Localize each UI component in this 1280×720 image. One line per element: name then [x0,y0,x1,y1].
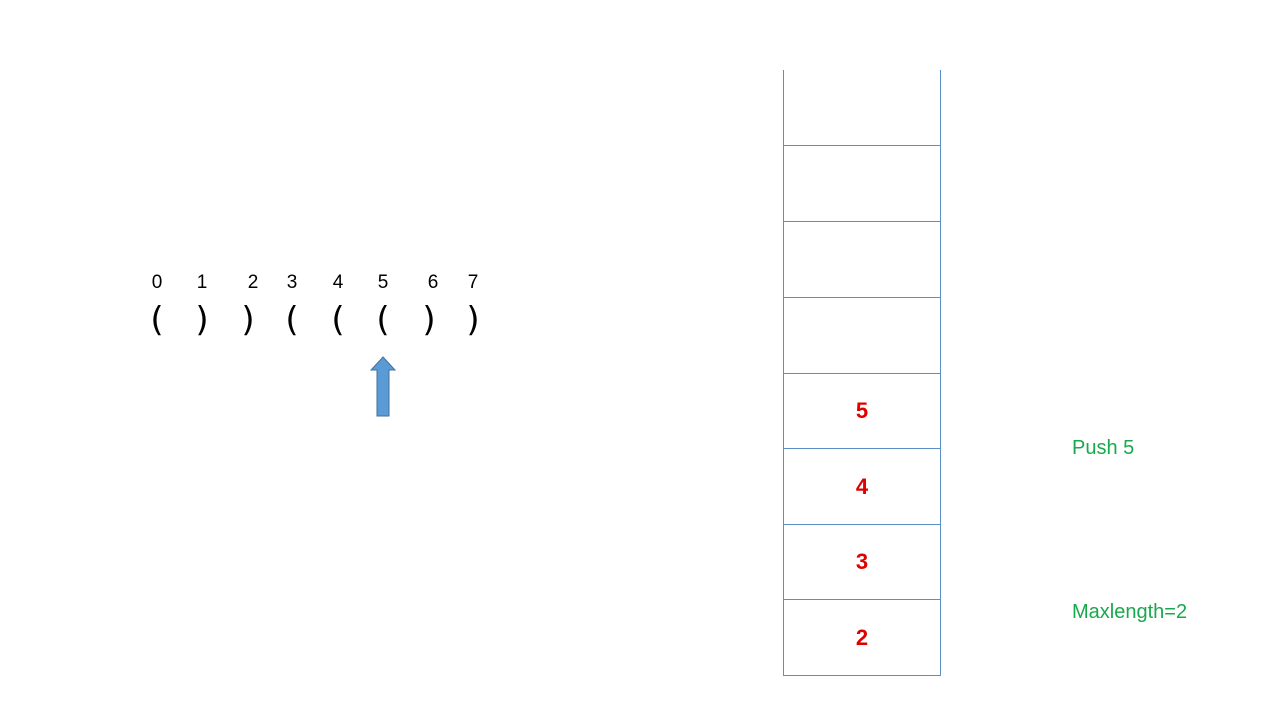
stack-cell: 3 [784,524,940,600]
action-note: Push 5 [1072,437,1135,459]
stack: 5 4 3 2 [783,70,941,676]
index-label: 6 [427,272,439,293]
parenthesis-char: ) [195,300,209,340]
index-label: 4 [332,272,344,293]
parenthesis-char: ) [422,300,436,340]
parenthesis-char: ) [241,300,255,340]
index-label: 3 [286,272,298,293]
stack-cell [784,298,940,374]
parenthesis-char: ( [376,300,390,340]
parenthesis-char: ) [466,300,480,340]
index-label: 1 [196,272,208,293]
stack-cell-value: 4 [855,473,869,499]
stack-cell: 4 [784,449,940,525]
parenthesis-char: ( [150,300,164,340]
stack-cell [784,146,940,222]
parenthesis-char: ( [331,300,345,340]
maxlength-note: Maxlength=2 [1072,601,1188,623]
index-label: 5 [377,272,389,293]
up-arrow-icon [370,356,396,417]
index-label: 2 [247,272,259,293]
stack-cell: 5 [784,373,940,449]
stack-cell [784,70,940,146]
stack-cell: 2 [784,600,940,676]
stack-cell-value: 5 [855,397,869,423]
index-label: 0 [151,272,163,293]
stack-cell [784,222,940,298]
parenthesis-char: ( [285,300,299,340]
stack-cell-value: 2 [855,625,869,650]
stack-cell-value: 3 [855,548,869,574]
index-label: 7 [467,272,479,293]
